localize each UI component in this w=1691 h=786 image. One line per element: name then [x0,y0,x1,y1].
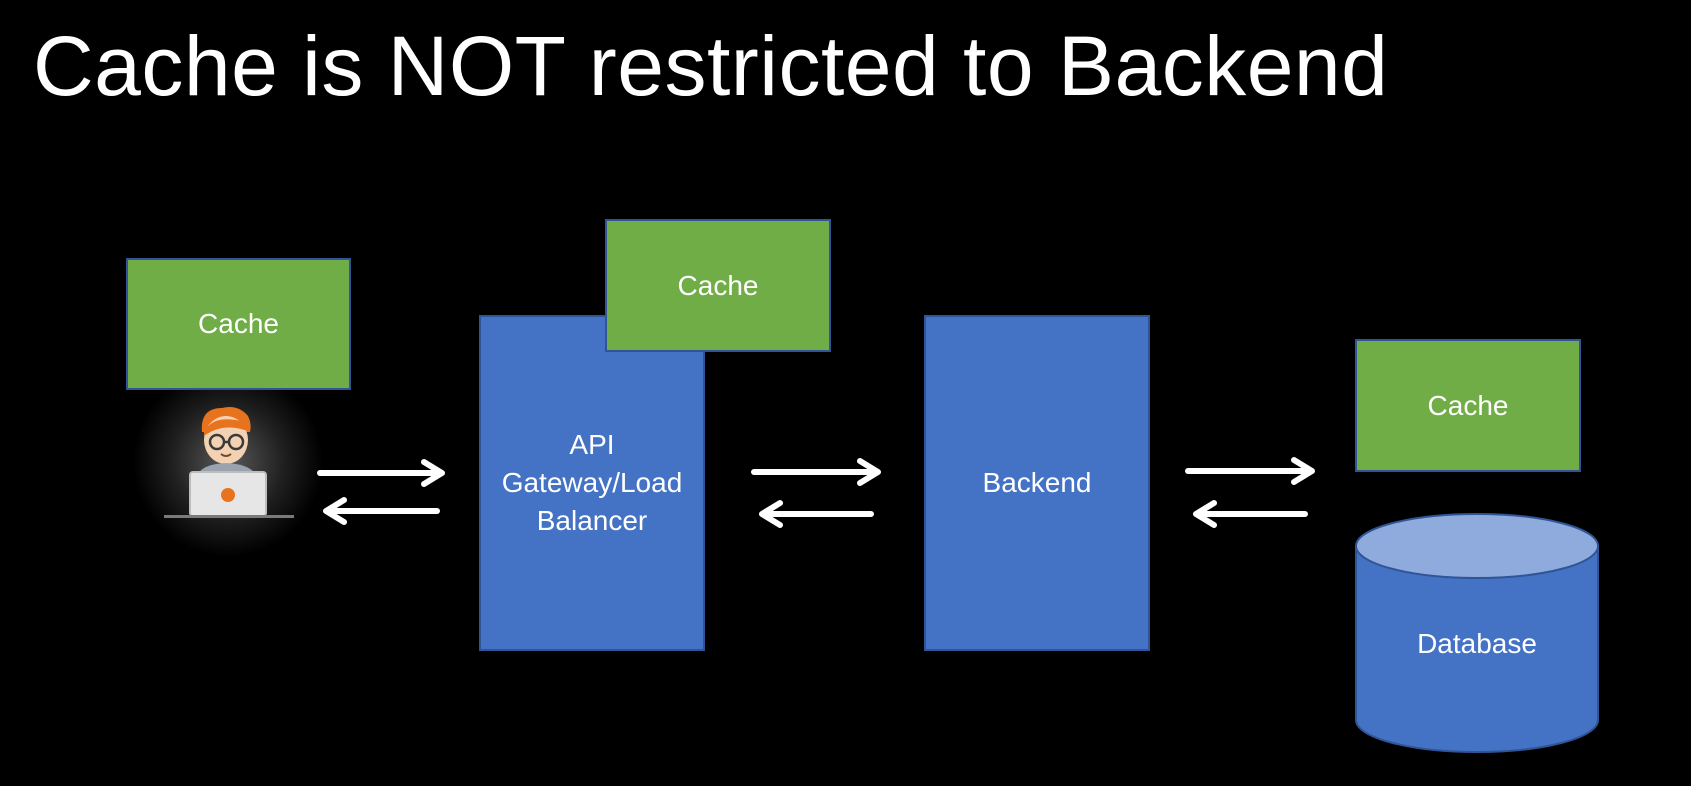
database-label: Database [1417,628,1537,659]
client-cache-label: Cache [198,308,279,340]
database-cylinder [1355,513,1599,753]
developer-at-laptop-icon [133,367,323,557]
api-gateway-box: API Gateway/Load Balancer [479,315,705,651]
backend-label: Backend [982,467,1092,499]
database-cache-label: Cache [1427,389,1509,421]
gateway-cache-label: Cache [677,269,759,301]
backend-box: Backend [924,315,1150,651]
arrows-gateway-backend-icon [751,458,881,528]
arrows-backend-data-icon [1185,457,1315,528]
arrows-client-gateway-icon [317,459,445,525]
database-cache-box: Cache [1355,339,1581,472]
client-cache-box: Cache [126,258,351,390]
api-gateway-label: API Gateway/Load Balancer [501,429,683,536]
gateway-cache-box: Cache [605,219,831,352]
slide-title: Cache is NOT restricted to Backend [33,19,1389,113]
